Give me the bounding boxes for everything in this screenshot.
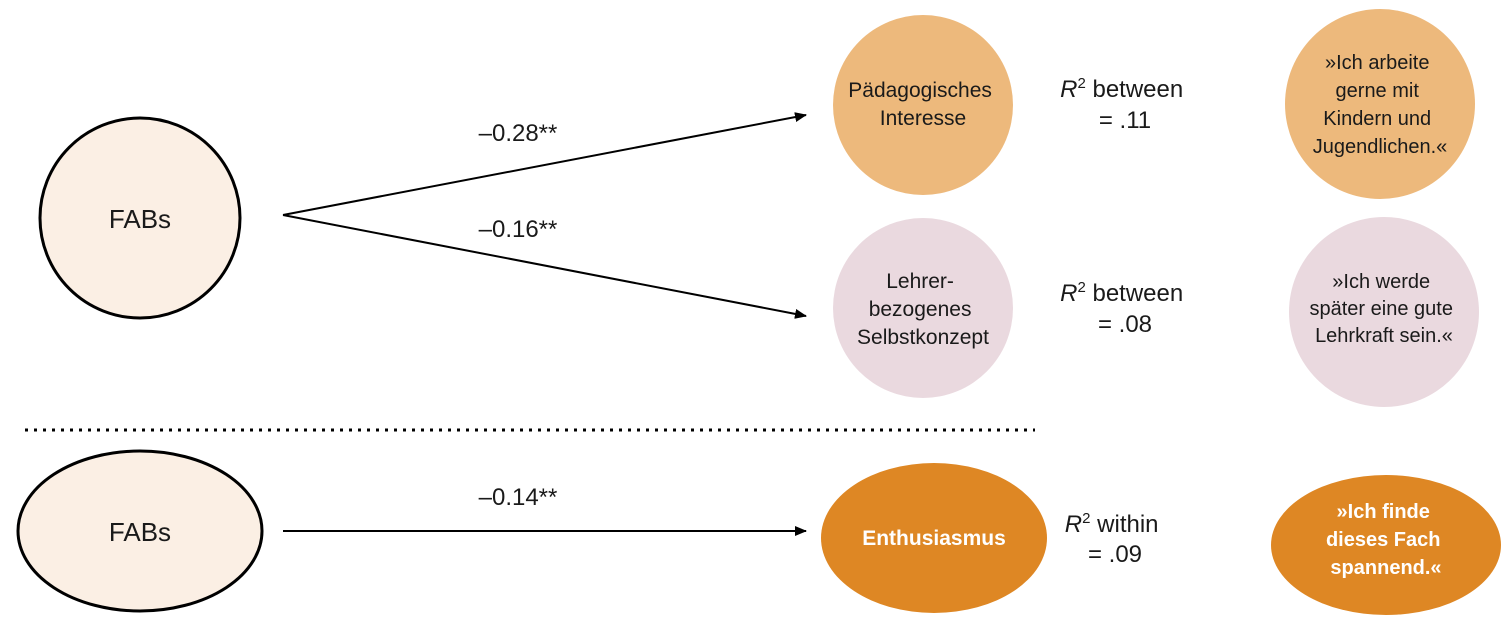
enthusiasm-label: Enthusiasmus <box>862 527 1006 550</box>
path-arrow-interest <box>282 112 807 216</box>
selfconcept-item-text: »Ich werde später eine gute Lehrkraft se… <box>1310 271 1459 347</box>
interest-node <box>833 15 1013 195</box>
r2-enthusiasm: R2 within = .09 <box>1065 510 1165 568</box>
enthusiasm-item-text: »Ich finde dieses Fach spannend.« <box>1326 501 1446 579</box>
r2-interest: R2 between = .11 <box>1060 75 1190 134</box>
r2-selfconcept: R2 between = .08 <box>1060 279 1190 338</box>
fabs-between-node <box>38 116 242 320</box>
between-level: FABs –0.28** –0.16** Pädagogisches Inter… <box>38 9 1479 407</box>
coefficient-selfconcept: –0.16** <box>479 216 558 243</box>
coefficient-interest: –0.28** <box>479 120 558 147</box>
selfconcept-node <box>833 218 1013 398</box>
interest-label: Pädagogisches Interesse <box>848 79 997 130</box>
interest-item-text: »Ich arbeite gerne mit Kindern und Jugen… <box>1313 52 1448 158</box>
path-arrow-selfconcept <box>282 214 807 319</box>
fabs-within-node <box>16 449 264 613</box>
enthusiasm-item-node <box>1271 475 1501 615</box>
coefficient-enthusiasm: –0.14** <box>479 484 558 511</box>
fabs-between-label: FABs <box>109 204 171 234</box>
within-level: FABs –0.14** Enthusiasmus R2 within = .0… <box>16 449 1501 615</box>
selfconcept-item-node <box>1289 217 1479 407</box>
selfconcept-label: Lehrer- bezogenes Selbstkonzept <box>857 270 989 349</box>
fabs-within-label: FABs <box>109 517 171 547</box>
enthusiasm-node <box>821 463 1047 613</box>
interest-item-node <box>1285 9 1475 199</box>
